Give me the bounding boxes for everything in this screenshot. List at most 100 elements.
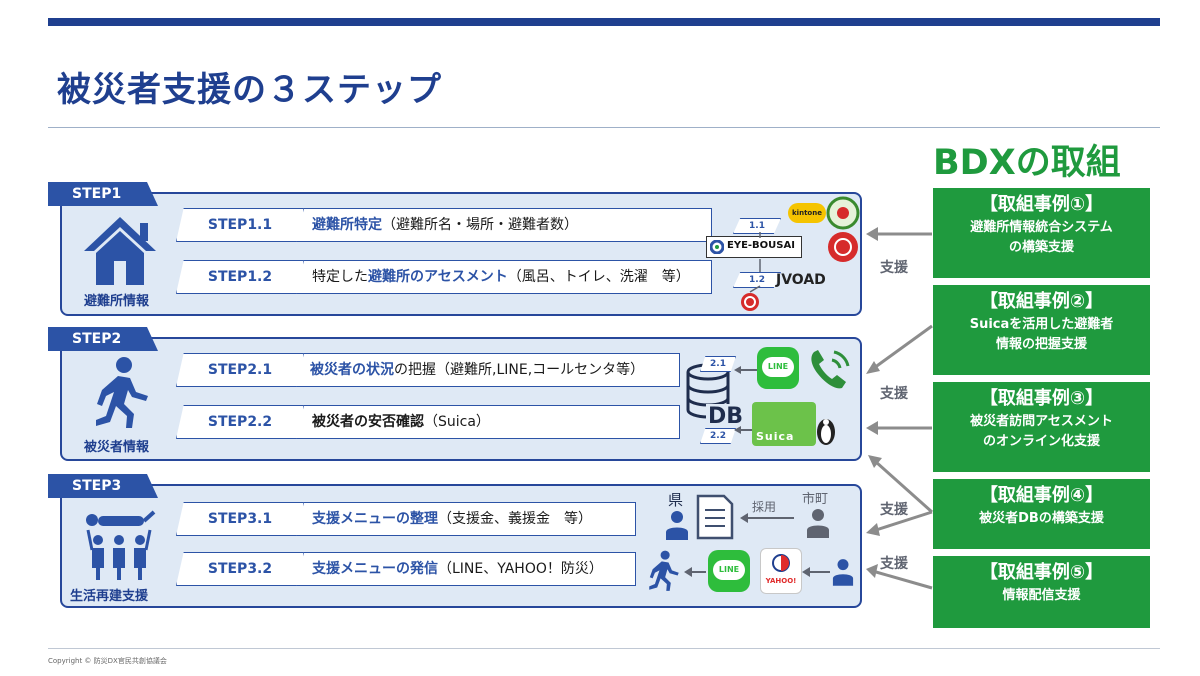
municipality-label: 市町 [802, 492, 829, 507]
document-icon [696, 494, 734, 540]
step1-2-rest: （風呂、トイレ、洗濯 等） [507, 269, 690, 285]
support-label-4: 支援 [880, 556, 908, 572]
evacuee-running-icon [649, 550, 679, 591]
example-3-heading: 【取組事例③】 [979, 388, 1104, 409]
step1-1-label-box [176, 208, 304, 242]
example-2-heading: 【取組事例②】 [979, 291, 1104, 312]
top-accent-bar [48, 18, 1160, 26]
step3-1-id: STEP3.1 [207, 511, 273, 527]
green-emblem-icon [826, 196, 860, 230]
example-3-line-1: 被災者訪問アセスメント [970, 414, 1113, 429]
support-label-1: 支援 [880, 260, 908, 276]
example-1-heading: 【取組事例①】 [979, 194, 1104, 215]
step1-2-bar [282, 260, 712, 294]
example-4-body: 被災者DBの構築支援 [933, 509, 1150, 529]
line-to-user-arrow [684, 567, 706, 577]
jvoad-logo: JVOAD [776, 272, 826, 288]
phone-icon [811, 350, 850, 389]
footer-rule [48, 648, 1160, 649]
step2-1-bar [282, 353, 680, 387]
example-1-line-1: 避難所情報統合システム [970, 220, 1113, 235]
example-2-body: Suicaを活用した避難者情報の把握支援 [933, 315, 1150, 355]
step1-1-desc: 避難所特定（避難所名・場所・避難者数） [312, 209, 578, 241]
step2-1-id: STEP2.1 [207, 362, 273, 378]
penguin-icon [817, 419, 835, 445]
step3-2-highlight: 支援メニューの発信 [312, 561, 438, 577]
example-2-box: 【取組事例②】 Suicaを活用した避難者情報の把握支援 [933, 285, 1150, 375]
example-1-line-2: の構築支援 [1008, 240, 1074, 255]
red-emblem-icon [828, 232, 858, 262]
badge-2-2: 2.2 [700, 428, 736, 444]
step1-2-highlight: 避難所のアセスメント [368, 269, 508, 285]
step1-1-id: STEP1.1 [207, 217, 273, 233]
adopt-arrow [740, 513, 794, 523]
step2-1-rest: の把握（避難所,LINE,コールセンタ等） [394, 362, 645, 378]
step1-2-desc: 特定した避難所のアセスメント（風呂、トイレ、洗濯 等） [312, 261, 690, 293]
example-1-box: 【取組事例①】 避難所情報統合システムの構築支援 [933, 188, 1150, 278]
yahoo-bousai-app-icon: YAHOO! [760, 548, 802, 594]
eye-bousai-text: EYE-BOUSAI [727, 240, 795, 251]
step2-2-highlight: 被災者の安否確認 [312, 414, 424, 430]
sender-person-icon [832, 559, 854, 586]
yahoo-label: YAHOO! [765, 577, 797, 585]
slide-title: 被災者支援の３ステップ [57, 70, 442, 110]
line-app-icon-2: LINE [708, 550, 750, 592]
eye-bousai-logo: EYE-BOUSAI [706, 236, 802, 258]
house-icon [84, 217, 156, 285]
step2-1-desc: 被災者の状況の把握（避難所,LINE,コールセンタ等） [310, 354, 644, 386]
step3-1-highlight: 支援メニューの整理 [312, 511, 438, 527]
red-seal-icon [741, 293, 759, 311]
example-3-line-2: のオンライン化支援 [982, 434, 1100, 449]
step1-2-id: STEP1.2 [207, 269, 273, 285]
step2-2-rest: （Suica） [424, 414, 490, 430]
prefecture-person-icon [666, 511, 688, 540]
step2-2-desc: 被災者の安否確認（Suica） [312, 406, 490, 438]
step1-1-bar [282, 208, 712, 242]
step2-2-bar [282, 405, 680, 439]
support-label-3: 支援 [880, 502, 908, 518]
badge-2-1: 2.1 [700, 356, 736, 372]
suica-card: Suica [752, 402, 816, 446]
step3-2-bar [282, 552, 636, 586]
step3-1-desc: 支援メニューの整理（支援金、義援金 等） [312, 503, 592, 535]
step3-category: 生活再建支援 [70, 589, 149, 604]
example-2-line-2: 情報の把握支援 [995, 337, 1087, 352]
step3-1-label-box [176, 502, 304, 536]
example-4-heading: 【取組事例④】 [979, 485, 1104, 506]
step1-2-before: 特定した [312, 269, 368, 285]
step3-2-label-box [176, 552, 304, 586]
step1-category: 避難所情報 [84, 294, 150, 309]
municipality-person-icon [807, 509, 829, 538]
kintone-logo: kintone [788, 203, 826, 223]
step2-2-id: STEP2.2 [207, 414, 273, 430]
step2-2-label-box [176, 405, 304, 439]
step1-1-highlight: 避難所特定 [312, 217, 382, 233]
step2-category: 被災者情報 [84, 440, 150, 455]
step3-2-rest: （LINE、YAHOO！防災） [438, 561, 603, 577]
example-5-heading: 【取組事例⑤】 [979, 562, 1104, 583]
example-1-body: 避難所情報統合システムの構築支援 [933, 218, 1150, 258]
example-3-body: 被災者訪問アセスメントのオンライン化支援 [933, 412, 1150, 452]
title-divider [48, 127, 1160, 128]
example-4-line-1: 被災者DBの構築支援 [979, 511, 1104, 526]
support-label-2: 支援 [880, 386, 908, 402]
step1-2-label-box [176, 260, 304, 294]
step3-tab: STEP3 [48, 474, 158, 498]
step3-1-bar [282, 502, 636, 536]
step3-2-desc: 支援メニューの発信（LINE、YAHOO！防災） [312, 553, 603, 585]
copyright: Copyright © 防災DX官民共創協議会 [48, 657, 167, 665]
running-person-icon [96, 357, 148, 428]
line-bubble-2: LINE [713, 560, 745, 580]
step1-connectors [749, 232, 761, 293]
suica-label: Suica [756, 430, 795, 443]
step1-1-rest: （避難所名・場所・避難者数） [382, 217, 578, 233]
example-4-box: 【取組事例④】 被災者DBの構築支援 [933, 479, 1150, 549]
example-3-box: 【取組事例③】 被災者訪問アセスメントのオンライン化支援 [933, 382, 1150, 472]
step3-2-id: STEP3.2 [207, 561, 273, 577]
step3-1-rest: （支援金、義援金 等） [438, 511, 592, 527]
line-bubble: LINE [762, 357, 794, 377]
example-2-line-1: Suicaを活用した避難者 [969, 317, 1114, 332]
step2-tab: STEP2 [48, 327, 158, 351]
rescue-people-icon [86, 510, 156, 580]
